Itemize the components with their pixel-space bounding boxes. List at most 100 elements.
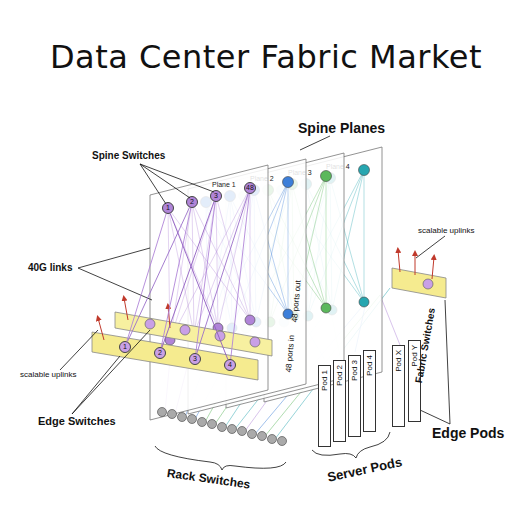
link-line: [192, 202, 250, 320]
annotation-label: Server Pods: [326, 454, 403, 484]
link-line: [268, 190, 294, 316]
link-line: [206, 202, 208, 334]
plane-shape: [188, 159, 306, 414]
spine-switch: [283, 177, 294, 188]
link-line: [256, 182, 288, 322]
switch-circle: [250, 337, 260, 347]
switch-node: 1: [119, 341, 131, 353]
fabric-switch: [227, 323, 237, 333]
link-line: [306, 184, 308, 316]
switch-circle: [145, 319, 155, 329]
fabric-switch: [321, 303, 331, 313]
rack-switch: [228, 425, 237, 434]
link-line: [250, 188, 251, 320]
diagram-title: Data Center Fabric Market: [0, 38, 532, 76]
pod-label: Pod 1: [319, 370, 330, 391]
pod-label: Pod 4: [364, 355, 375, 376]
link-line: [246, 184, 292, 328]
link-line: [196, 202, 215, 353]
switch-node: 3: [210, 190, 222, 202]
link-line: [284, 170, 364, 322]
fabric-switch: [359, 297, 369, 307]
link-line: [288, 182, 289, 314]
fabric-switch: [189, 329, 199, 339]
link-line: [230, 196, 256, 322]
link-line: [206, 202, 256, 322]
link-line: [218, 188, 250, 328]
spine-switch: [239, 191, 250, 202]
spine-switch: [249, 185, 260, 196]
annotation-label: scalable uplinks: [418, 226, 474, 235]
edge-switch-band: [392, 268, 446, 298]
callout-number: 4: [228, 361, 232, 368]
link-line: [168, 208, 170, 340]
uplink-arrow: [98, 318, 104, 340]
link-line: [194, 188, 250, 334]
leader-line: [416, 236, 445, 258]
fabric-switch: [245, 315, 255, 325]
link-line: [246, 176, 326, 328]
link-line: [326, 176, 327, 308]
link-line: [306, 184, 332, 310]
link-line: [194, 196, 216, 334]
spine-switch: [359, 165, 370, 176]
spine-switch: [301, 179, 312, 190]
switch-circle: [215, 331, 225, 341]
fabric-switch: [279, 317, 289, 327]
link-line: [270, 184, 292, 322]
link-line: [330, 178, 332, 310]
link-line: [244, 196, 270, 322]
link-line: [231, 194, 250, 359]
link-line: [270, 176, 326, 322]
leader-line: [445, 300, 450, 424]
callout-number: 48: [246, 184, 254, 191]
link-line: [232, 190, 254, 328]
leader-line: [420, 410, 450, 424]
link-line: [168, 208, 250, 320]
link-line: [284, 184, 306, 322]
rack-switch: [168, 410, 177, 419]
annotation-label: Rack Switches: [166, 466, 251, 492]
link-line: [254, 190, 288, 314]
link-line: [197, 194, 248, 354]
fabric-switch: [327, 305, 337, 315]
annotation-label: scalable uplinks: [20, 370, 76, 379]
spine-switch: [263, 185, 274, 196]
plane-label: Plane 1: [212, 181, 236, 188]
callout-number: 2: [190, 198, 194, 205]
switch-circle: [180, 325, 190, 335]
annotation-label: Edge Switches: [38, 415, 116, 427]
link-line: [216, 196, 218, 328]
leader-line: [78, 248, 150, 268]
rack-switch: [218, 423, 227, 432]
leader-lines: [60, 136, 450, 470]
link-line: [246, 190, 268, 328]
link-line: [162, 202, 214, 348]
rack-switch: [158, 408, 167, 417]
switch-node: 2: [154, 347, 166, 359]
link-line: [244, 196, 326, 308]
link-line: [268, 190, 270, 322]
switch-node: 3: [189, 353, 201, 365]
fabric-switch: [303, 311, 313, 321]
fabric-switch: [265, 317, 275, 327]
pod-box: Pod 3: [348, 355, 361, 437]
spine-switch: [277, 185, 288, 196]
switch-node: 2: [186, 196, 198, 208]
spine-plane: Plane 112348: [150, 165, 268, 420]
annotation-label: Spine Switches: [92, 150, 165, 161]
rack-switch: [238, 427, 247, 436]
spine-switch: [321, 171, 332, 182]
rack-switch: [208, 420, 217, 429]
spine-switch: [325, 173, 336, 184]
spine-switch: [287, 179, 298, 190]
uplink-arrow: [398, 250, 400, 272]
spine-switch: [225, 191, 236, 202]
plane-shape: [150, 165, 268, 420]
link-line: [364, 170, 365, 302]
leader-line: [60, 330, 98, 370]
link-line: [128, 207, 190, 341]
rack-switch: [188, 415, 197, 424]
link-line: [244, 196, 246, 328]
rack-switch: [278, 437, 287, 446]
